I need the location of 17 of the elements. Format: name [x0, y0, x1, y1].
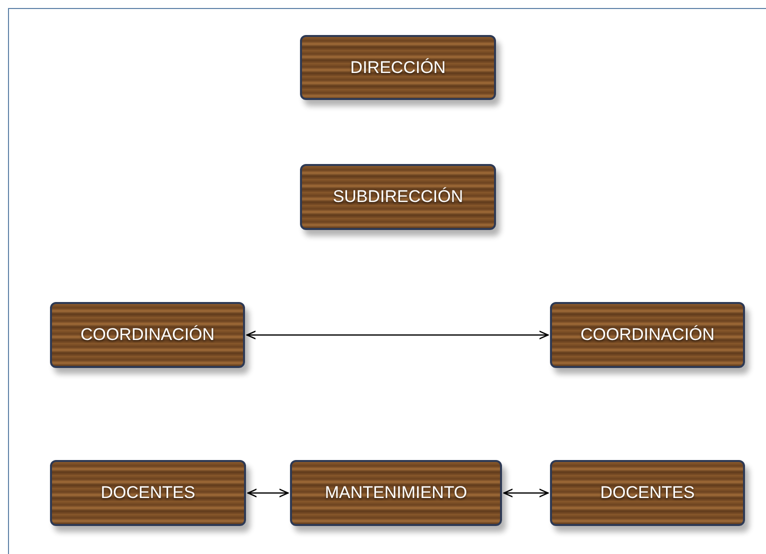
box-label: MANTENIMIENTO: [324, 482, 468, 504]
box-label: COORDINACIÓN: [80, 324, 215, 346]
box-label: DIRECCIÓN: [350, 56, 446, 79]
wood-box: [50, 302, 245, 368]
wood-box: [550, 460, 745, 526]
box-label: DOCENTES: [100, 482, 196, 504]
double-arrow: [247, 488, 289, 498]
wood-box: [290, 460, 502, 526]
box-label: SUBDIRECCIÓN: [332, 186, 464, 208]
wood-box: [300, 35, 496, 100]
double-arrow: [503, 488, 549, 498]
box-label: COORDINACIÓN: [580, 324, 715, 346]
box-label: DOCENTES: [600, 482, 695, 504]
wood-box: [300, 164, 496, 230]
wood-box: [50, 460, 246, 526]
wood-box: [550, 302, 745, 368]
double-arrow: [246, 330, 549, 340]
